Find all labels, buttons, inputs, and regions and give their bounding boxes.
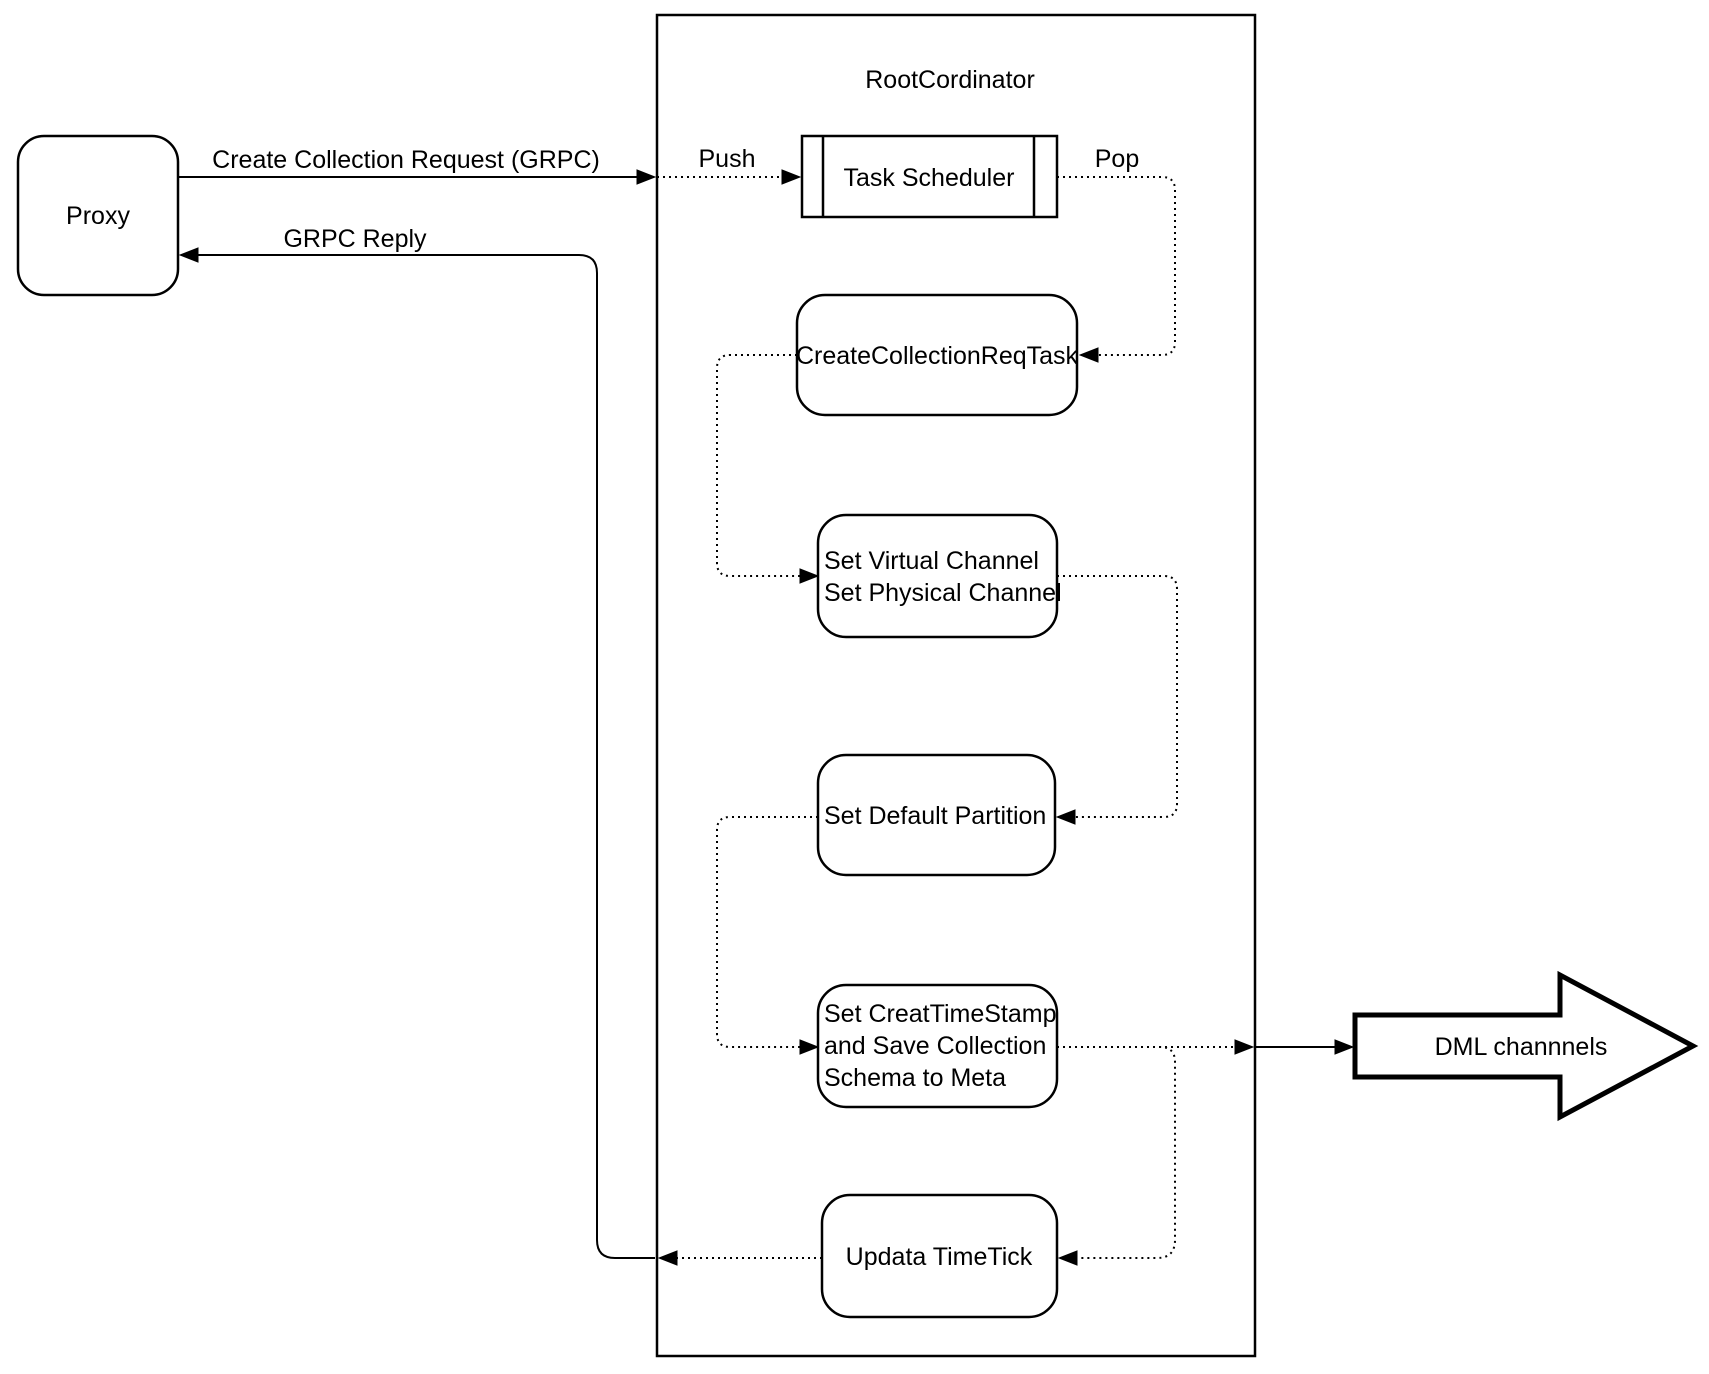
edge-label-create-collection-request: Create Collection Request (GRPC) bbox=[212, 146, 600, 174]
set-create-timestamp-line-1: Set CreatTimeStamp bbox=[824, 1000, 1056, 1028]
edge-label-push: Push bbox=[699, 145, 756, 173]
edge-setchannels-to-defaultpartition bbox=[1057, 575, 1178, 817]
create-collection-req-task-node bbox=[795, 293, 1079, 417]
update-timetick-label: Updata TimeTick bbox=[846, 1243, 1033, 1271]
update-timetick-node bbox=[820, 1193, 1059, 1319]
set-channels-node bbox=[816, 513, 1059, 639]
set-channels-label: Set Virtual Channel Set Physical Channel bbox=[824, 547, 1062, 607]
create-collection-req-task-label: CreateCollectionReqTask bbox=[796, 342, 1079, 370]
set-create-timestamp-line-2: and Save Collection bbox=[824, 1032, 1046, 1060]
dml-channels-arrow-shape bbox=[1352, 970, 1699, 1122]
task-scheduler-label: Task Scheduler bbox=[844, 164, 1015, 192]
root-coordinator-container bbox=[655, 13, 1257, 1358]
task-scheduler-box bbox=[800, 134, 1059, 219]
task-scheduler-node: Task Scheduler bbox=[800, 134, 1059, 219]
edge-reqtask-to-setchannels bbox=[716, 354, 817, 576]
edge-timestamp-to-timetick bbox=[1057, 1046, 1176, 1258]
edge-label-pop: Pop bbox=[1095, 145, 1139, 173]
set-create-timestamp-label: Set CreatTimeStamp and Save Collection S… bbox=[824, 1000, 1063, 1092]
proxy-node bbox=[16, 134, 180, 297]
dml-channels-label: DML channnels bbox=[1435, 1033, 1608, 1061]
set-channels-line-1: Set Virtual Channel bbox=[824, 547, 1039, 575]
edge-label-grpc-reply: GRPC Reply bbox=[283, 225, 427, 253]
edge-grpc-reply bbox=[181, 255, 655, 1259]
set-default-partition-label: Set Default Partition bbox=[824, 802, 1046, 830]
set-create-timestamp-line-3: Schema to Meta bbox=[824, 1064, 1006, 1092]
proxy-label: Proxy bbox=[66, 202, 130, 230]
root-coordinator-title: RootCordinator bbox=[865, 66, 1035, 94]
set-channels-line-2: Set Physical Channel bbox=[824, 579, 1062, 607]
set-create-timestamp-node bbox=[816, 983, 1059, 1109]
set-default-partition-node bbox=[816, 753, 1057, 877]
edge-defaultpartition-to-timestamp bbox=[716, 816, 818, 1047]
